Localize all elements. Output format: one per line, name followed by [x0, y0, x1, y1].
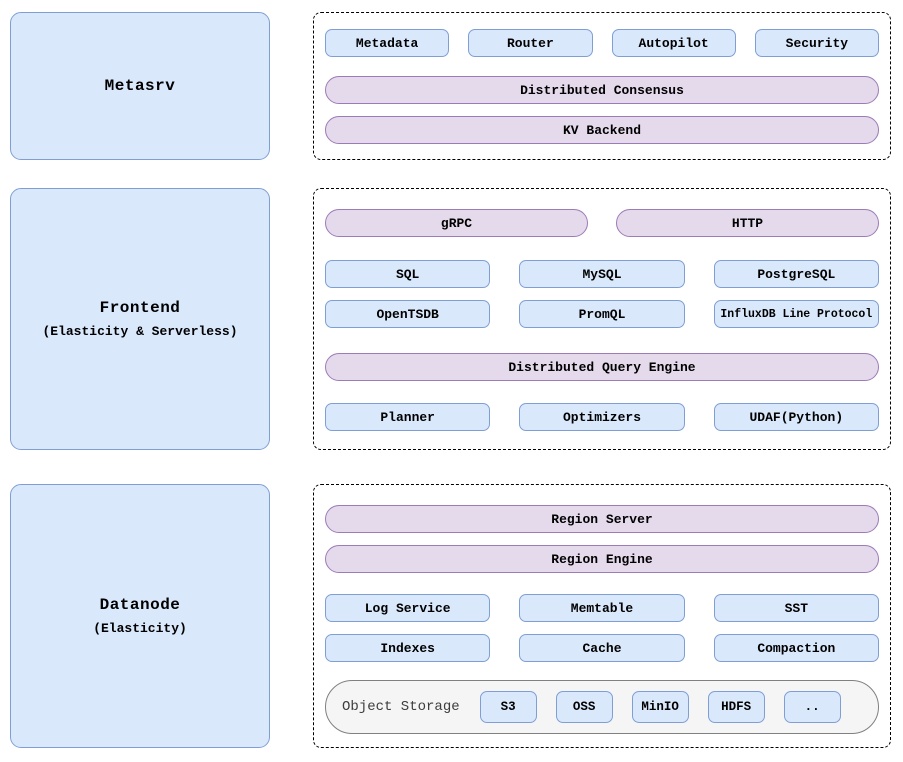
distributed-consensus-pill: Distributed Consensus: [325, 76, 879, 104]
opentsdb-box: OpenTSDB: [325, 300, 491, 328]
security-box: Security: [754, 29, 879, 57]
minio-box: MinIO: [631, 691, 689, 723]
region-server-pill: Region Server: [325, 505, 879, 533]
datanode-row-1: Log Service Memtable SST: [325, 594, 879, 622]
memtable-box: Memtable: [519, 594, 685, 622]
metasrv-panel: Metadata Router Autopilot Security Distr…: [313, 12, 891, 160]
planner-box: Planner: [325, 403, 491, 431]
metadata-box: Metadata: [325, 29, 450, 57]
protocol-pills-row: gRPC HTTP: [325, 209, 879, 237]
api-row-1: SQL MySQL PostgreSQL: [325, 260, 879, 288]
frontend-subtitle: (Elasticity & Serverless): [42, 324, 238, 339]
api-row-2: OpenTSDB PromQL InfluxDB Line Protocol: [325, 300, 879, 328]
object-storage-label: Object Storage: [342, 699, 460, 715]
metasrv-box: Metasrv: [10, 12, 270, 160]
sst-box: SST: [713, 594, 879, 622]
metasrv-title: Metasrv: [104, 77, 176, 95]
datanode-panel: Region Server Region Engine Log Service …: [313, 484, 891, 748]
other-storage-box: ..: [783, 691, 841, 723]
http-pill: HTTP: [616, 209, 879, 237]
mysql-box: MySQL: [519, 260, 685, 288]
postgresql-box: PostgreSQL: [713, 260, 879, 288]
datanode-section: Datanode (Elasticity) Region Server Regi…: [0, 484, 903, 748]
datanode-title: Datanode: [99, 596, 181, 614]
hdfs-box: HDFS: [707, 691, 765, 723]
frontend-box: Frontend (Elasticity & Serverless): [10, 188, 270, 450]
log-service-box: Log Service: [325, 594, 491, 622]
udaf-python-box: UDAF(Python): [713, 403, 879, 431]
grpc-pill: gRPC: [325, 209, 588, 237]
region-engine-pill: Region Engine: [325, 545, 879, 573]
metasrv-components-row: Metadata Router Autopilot Security: [325, 29, 879, 57]
frontend-panel: gRPC HTTP SQL MySQL PostgreSQL OpenTSDB …: [313, 188, 891, 450]
indexes-box: Indexes: [325, 634, 491, 662]
engine-row: Planner Optimizers UDAF(Python): [325, 403, 879, 431]
influxdb-line-protocol-box: InfluxDB Line Protocol: [713, 300, 879, 328]
optimizers-box: Optimizers: [519, 403, 685, 431]
datanode-row-2: Indexes Cache Compaction: [325, 634, 879, 662]
object-storage-container: Object Storage S3 OSS MinIO HDFS ..: [325, 680, 879, 734]
oss-box: OSS: [555, 691, 613, 723]
cache-box: Cache: [519, 634, 685, 662]
compaction-box: Compaction: [713, 634, 879, 662]
kv-backend-pill: KV Backend: [325, 116, 879, 144]
metasrv-section: Metasrv Metadata Router Autopilot Securi…: [0, 12, 903, 160]
sql-box: SQL: [325, 260, 491, 288]
autopilot-box: Autopilot: [611, 29, 736, 57]
datanode-box: Datanode (Elasticity): [10, 484, 270, 748]
distributed-query-engine-pill: Distributed Query Engine: [325, 353, 879, 381]
frontend-section: Frontend (Elasticity & Serverless) gRPC …: [0, 188, 903, 450]
promql-box: PromQL: [519, 300, 685, 328]
s3-box: S3: [479, 691, 537, 723]
frontend-title: Frontend: [99, 299, 181, 317]
router-box: Router: [468, 29, 593, 57]
datanode-subtitle: (Elasticity): [93, 621, 187, 636]
